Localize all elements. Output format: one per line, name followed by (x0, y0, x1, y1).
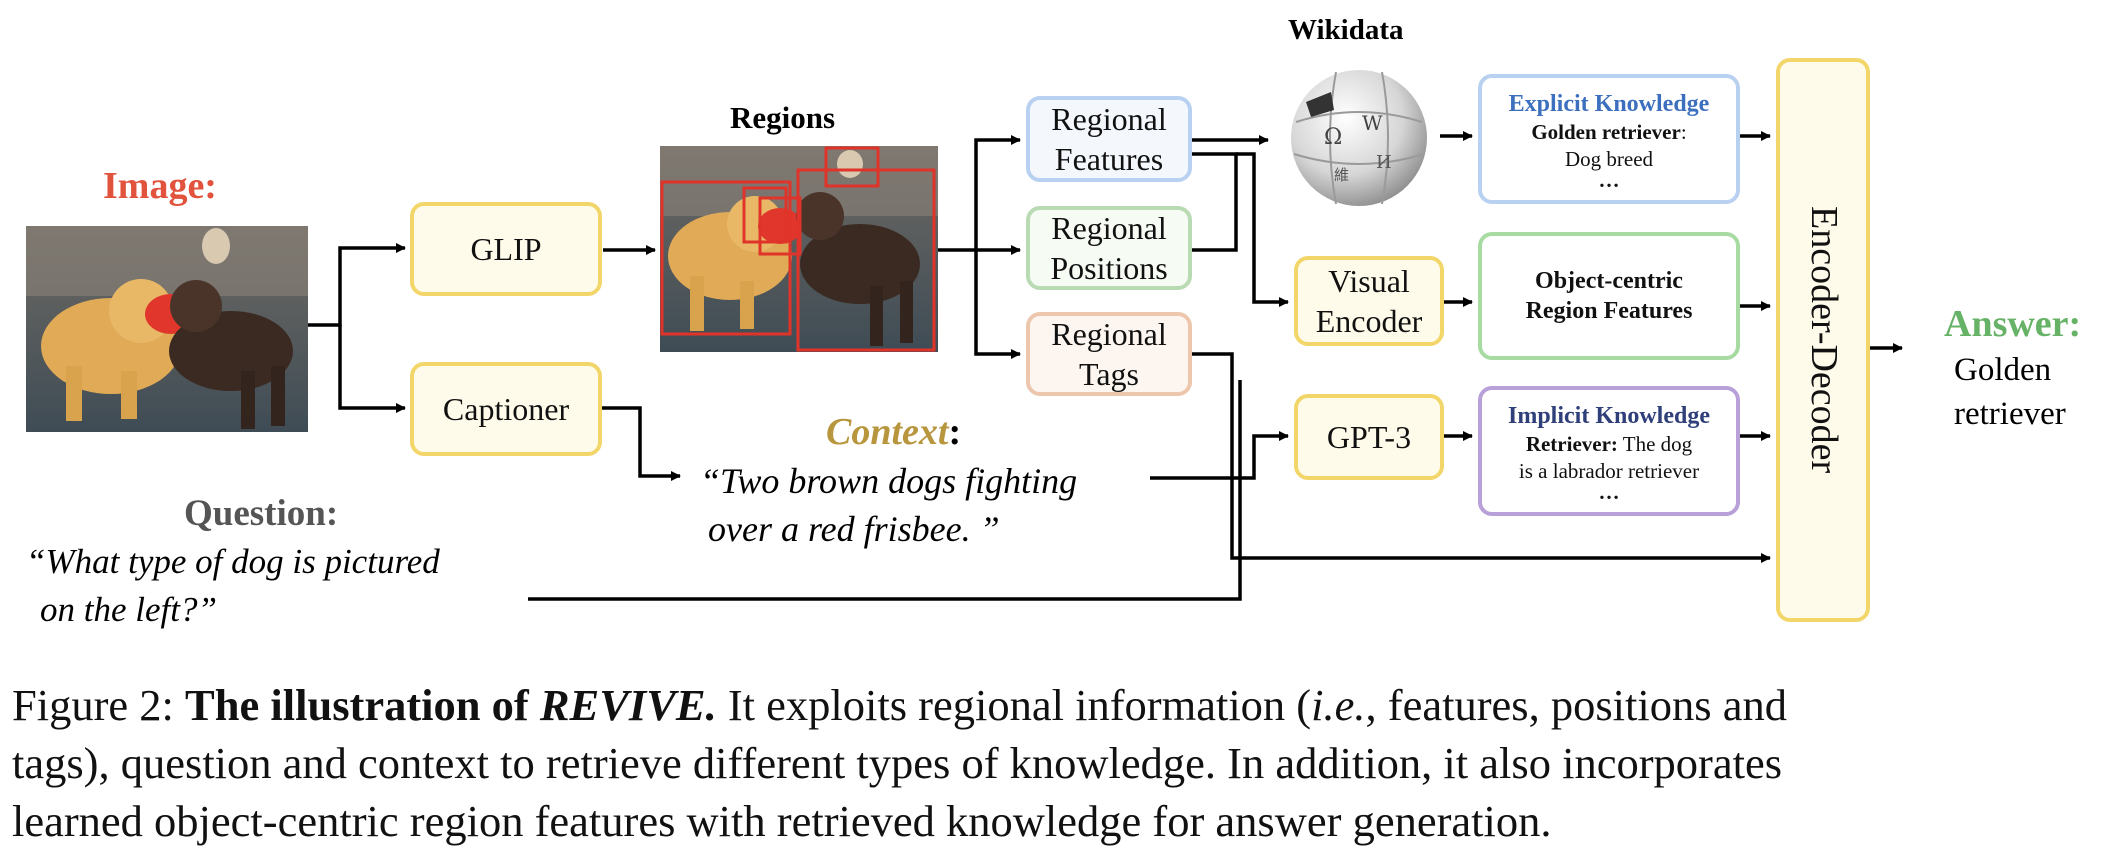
encoder-decoder-box: Encoder-Decoder (1776, 58, 1870, 622)
svg-text:維: 維 (1334, 166, 1349, 184)
gpt3-label: GPT-3 (1326, 419, 1412, 455)
implicit-knowledge-ellipsis: … (1598, 479, 1620, 504)
image-label: Image: (103, 165, 217, 207)
object-centric-line2: Region Features (1525, 298, 1693, 324)
context-heading: Context: (826, 410, 961, 454)
implicit-knowledge-rest: The dog (1617, 432, 1693, 457)
regional-positions-line1: Regional (1051, 210, 1167, 246)
captioner-label: Captioner (442, 391, 570, 427)
input-image (26, 226, 308, 432)
explicit-knowledge-title: Explicit Knowledge (1508, 91, 1710, 118)
implicit-knowledge-line2: is a labrador retriever (1518, 458, 1700, 483)
caption-line-1: Figure 2: The illustration of REVIVE. It… (12, 676, 2112, 734)
glip-label: GLIP (470, 231, 542, 267)
wikidata-label: Wikidata (1288, 14, 1404, 46)
object-centric-line1: Object-centric (1535, 268, 1683, 294)
caption-bold-italic: REVIVE. (539, 680, 717, 730)
explicit-knowledge-box: Explicit Knowledge Golden retriever: Dog… (1478, 74, 1740, 204)
visual-encoder-box: Visual Encoder (1294, 256, 1444, 346)
context-line1: “Two brown dogs fighting (700, 461, 1078, 501)
implicit-knowledge-box: Implicit Knowledge Retriever: The dog is… (1478, 386, 1740, 516)
regional-features-box: Regional Features (1026, 96, 1192, 182)
svg-text:W: W (1362, 111, 1383, 135)
figure-caption: Figure 2: The illustration of REVIVE. It… (12, 676, 2112, 850)
regional-tags-line1: Regional (1051, 316, 1167, 352)
caption-line-3: learned object-centric region features w… (12, 796, 1552, 846)
regional-tags-line2: Tags (1079, 356, 1139, 392)
implicit-knowledge-entity: Retriever: (1525, 432, 1618, 457)
explicit-knowledge-colon: : (1680, 120, 1687, 145)
answer-label: Answer: (1944, 303, 2082, 345)
question-label: Question: (184, 493, 339, 534)
regions-label: Regions (730, 100, 836, 135)
explicit-knowledge-ellipsis: … (1598, 167, 1620, 192)
regional-features-line2: Features (1054, 141, 1164, 177)
captioner-box: Captioner (410, 362, 602, 456)
question-line1: “What type of dog is pictured (26, 542, 440, 581)
flow-arrows (308, 131, 1903, 601)
explicit-knowledge-line1: Golden retriever: (1531, 119, 1686, 145)
implicit-knowledge-line1: Retriever: The dog (1526, 431, 1692, 457)
context-colon: : (948, 411, 962, 453)
explicit-knowledge-line2: Dog breed (1564, 146, 1654, 171)
explicit-knowledge-entity: Golden retriever (1531, 120, 1681, 145)
caption-line-2: tags), question and context to retrieve … (12, 738, 1783, 788)
regional-positions-line2: Positions (1050, 250, 1168, 286)
visual-encoder-line1: Visual (1328, 263, 1410, 299)
regions-photo-illustration (660, 146, 938, 352)
regions-image (660, 146, 938, 352)
caption-text-1: It exploits regional information ( (716, 680, 1312, 730)
caption-prefix: Figure 2: (12, 680, 186, 730)
svg-text:Ω: Ω (1324, 125, 1342, 150)
question-line2: on the left?” (40, 590, 217, 629)
object-centric-box: Object-centric Region Features (1478, 232, 1740, 360)
caption-bold: The illustration of (185, 680, 540, 730)
caption-ie: i.e. (1311, 680, 1366, 730)
svg-text:И: И (1376, 152, 1392, 173)
context-line2: over a red frisbee. ” (708, 509, 1000, 549)
dogs-photo-illustration (26, 226, 308, 432)
glip-box: GLIP (410, 202, 602, 296)
context-label: Context (826, 411, 949, 453)
visual-encoder-line2: Encoder (1315, 303, 1423, 339)
caption-text-2: , features, positions and (1365, 680, 1787, 730)
encoder-decoder-label: Encoder-Decoder (1802, 206, 1845, 474)
revive-figure: Image: GLIP Captioner Regio (26, 14, 2082, 629)
gpt3-box: GPT-3 (1294, 394, 1444, 480)
implicit-knowledge-title: Implicit Knowledge (1508, 403, 1710, 430)
regional-features-line1: Regional (1051, 101, 1167, 137)
answer-line2: retriever (1954, 396, 2066, 432)
regional-tags-box: Regional Tags (1026, 312, 1192, 396)
wikipedia-globe-icon: Ω W И 維 (1291, 70, 1427, 206)
answer-line1: Golden (1954, 352, 2052, 388)
regional-positions-box: Regional Positions (1026, 206, 1192, 290)
